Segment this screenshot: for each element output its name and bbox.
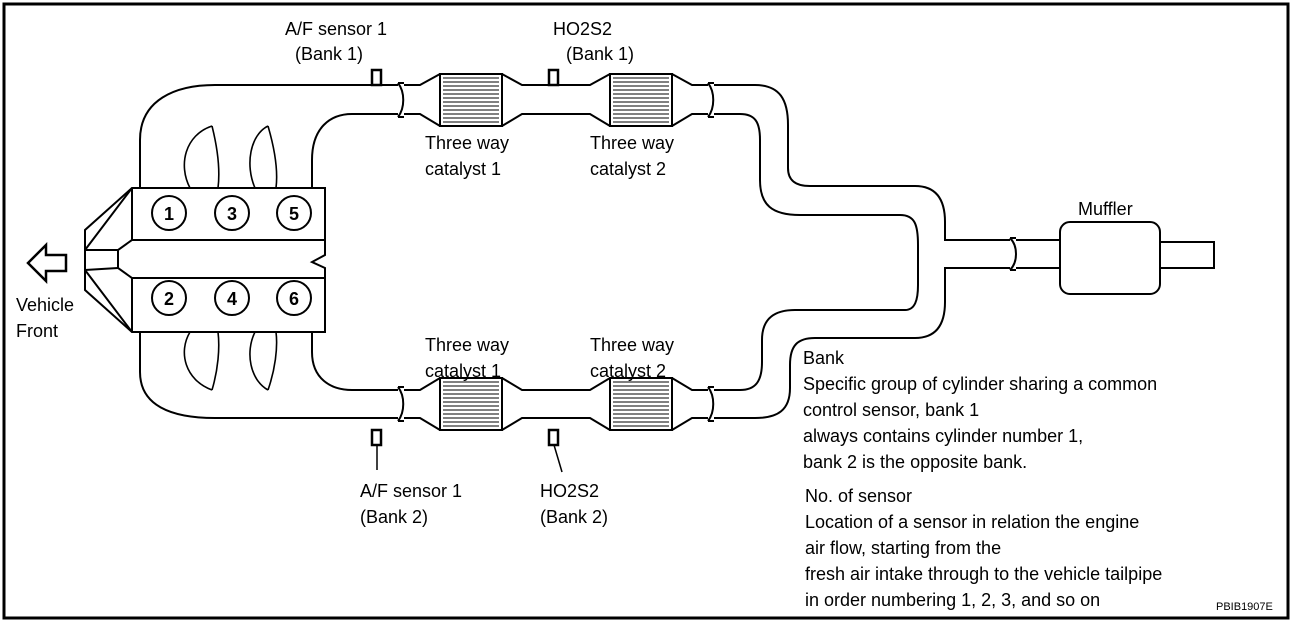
vehicle-front-label-2: Front <box>16 321 58 341</box>
sensor-note-line: fresh air intake through to the vehicle … <box>805 564 1162 584</box>
sensor-note-line: air flow, starting from the <box>805 538 1001 558</box>
catalyst2-top-sub: catalyst 2 <box>590 159 666 179</box>
ho2s2-bank1-label: HO2S2 <box>553 19 612 39</box>
catalyst2-bottom-label: Three way <box>590 335 674 355</box>
ho2s2-bank2-sub: (Bank 2) <box>540 507 608 527</box>
ho2s2-bank2-label: HO2S2 <box>540 481 599 501</box>
figure-code: PBIB1907E <box>1216 601 1273 613</box>
vehicle-front-label-1: Vehicle <box>16 295 74 315</box>
cylinder-number: 5 <box>289 204 299 224</box>
cylinder-circle <box>276 280 312 316</box>
catalyst1-top-label: Three way <box>425 133 509 153</box>
af-sensor-bank2-label: A/F sensor 1 <box>360 481 462 501</box>
cylinder-circle <box>276 195 312 231</box>
af-sensor-bank2-sub: (Bank 2) <box>360 507 428 527</box>
catalyst-hatching <box>443 77 669 427</box>
af-sensor-bank2-icon <box>370 428 383 447</box>
catalyst1-bank1-body <box>439 73 503 127</box>
muffler-body <box>1059 221 1161 295</box>
bank-note-title: Bank <box>803 348 845 368</box>
cylinder-circle <box>151 195 187 231</box>
bank-note-line: always contains cylinder number 1, <box>803 426 1083 446</box>
sensor-note-line: in order numbering 1, 2, 3, and so on <box>805 590 1100 610</box>
ho2s2-bank1-icon <box>547 68 560 87</box>
cylinder-bank2: 2 4 6 <box>151 280 312 316</box>
bank-note-line: Specific group of cylinder sharing a com… <box>803 374 1157 394</box>
af-sensor-bank1-sub: (Bank 1) <box>295 44 363 64</box>
af-sensor-bank1-label: A/F sensor 1 <box>285 19 387 39</box>
cylinder-circle <box>214 195 250 231</box>
bank-note-line: control sensor, bank 1 <box>803 400 979 420</box>
cylinder-number: 1 <box>164 204 174 224</box>
catalyst1-bottom-sub: catalyst 1 <box>425 361 501 381</box>
ho2s2-bank2-icon <box>547 428 560 447</box>
catalyst1-bank2-body <box>439 377 503 431</box>
catalyst1-bottom-label: Three way <box>425 335 509 355</box>
tail-pipe <box>1009 221 1215 295</box>
catalyst2-bank2-body <box>609 377 673 431</box>
engine-block <box>84 187 326 333</box>
cylinder-bank1: 1 3 5 <box>151 195 312 231</box>
sensor-note-title: No. of sensor <box>805 486 912 506</box>
catalyst2-top-label: Three way <box>590 133 674 153</box>
cylinder-number: 2 <box>164 289 174 309</box>
cylinder-circle <box>214 280 250 316</box>
bank2-exhaust-pipe <box>139 267 1010 431</box>
bank1-exhaust-pipe <box>139 73 1010 268</box>
bank-note-line: bank 2 is the opposite bank. <box>803 452 1027 472</box>
cylinder-number: 3 <box>227 204 237 224</box>
cylinder-number: 4 <box>227 289 237 309</box>
cylinder-circle <box>151 280 187 316</box>
catalyst2-bank1-body <box>609 73 673 127</box>
vehicle-front-arrow-icon <box>26 241 68 285</box>
muffler-label: Muffler <box>1078 199 1133 219</box>
sensor-note-line: Location of a sensor in relation the eng… <box>805 512 1139 532</box>
af-sensor-bank1-icon <box>370 68 383 87</box>
ho2s2-bank1-sub: (Bank 1) <box>566 44 634 64</box>
catalyst2-bottom-sub: catalyst 2 <box>590 361 666 381</box>
catalyst1-top-sub: catalyst 1 <box>425 159 501 179</box>
cylinder-number: 6 <box>289 289 299 309</box>
